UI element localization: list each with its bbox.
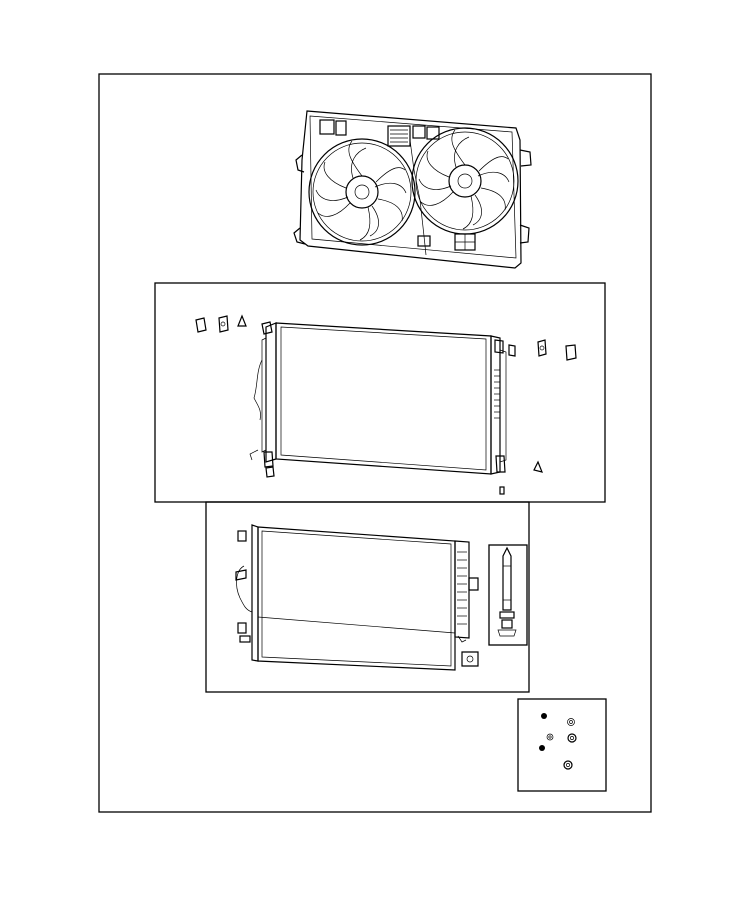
outer-frame: [98, 73, 652, 813]
radiator-panel-frame: [154, 282, 606, 503]
condenser-assembly[interactable]: [235, 524, 479, 671]
desiccant-box-frame: [488, 544, 528, 646]
fastener-panel-frame: [517, 698, 607, 792]
left-fan: [308, 138, 416, 246]
desiccant-cartridge[interactable]: [497, 546, 517, 637]
fan-shroud-assembly[interactable]: [293, 110, 532, 269]
condenser-panel-frame: [205, 501, 530, 693]
radiator-assembly[interactable]: [195, 314, 577, 495]
fastener-set[interactable]: [539, 713, 577, 770]
right-fan: [411, 127, 519, 235]
